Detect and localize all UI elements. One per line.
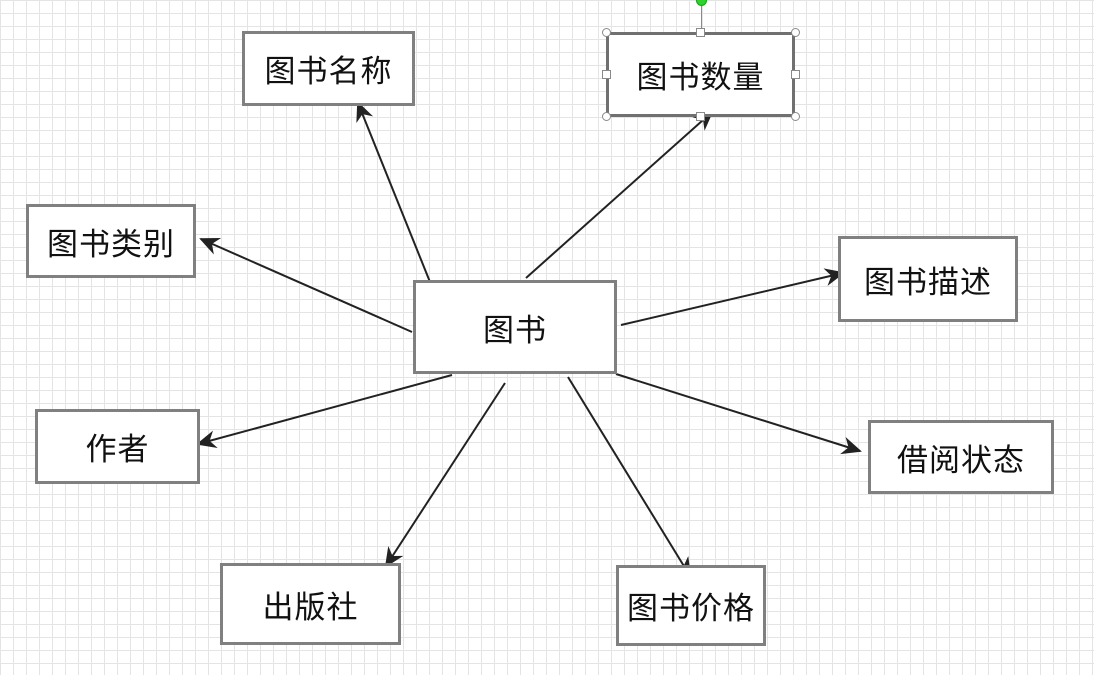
attribute-node-book-quantity[interactable]: 图书数量 [606, 32, 795, 117]
attribute-label: 图书价格 [627, 591, 755, 627]
connector-arrow-author[interactable] [196, 374, 453, 448]
resize-handle-right[interactable] [791, 70, 800, 79]
attribute-node-borrow-status[interactable]: 借阅状态 [868, 420, 1054, 494]
attribute-label: 借阅状态 [897, 442, 1025, 479]
connector-arrow-book-description[interactable] [620, 268, 845, 326]
center-node-label: 图书 [483, 312, 547, 349]
center-node-book[interactable]: 图书 [413, 280, 617, 374]
attribute-label: 出版社 [262, 589, 359, 626]
attribute-label: 图书数量 [636, 60, 765, 96]
attribute-node-publisher[interactable]: 出版社 [220, 563, 401, 645]
connector-arrow-publisher[interactable] [384, 382, 506, 568]
resize-handle-top-left[interactable] [602, 28, 611, 37]
attribute-node-author[interactable]: 作者 [35, 409, 200, 484]
rotate-handle-stem [701, 2, 702, 32]
attribute-node-book-category[interactable]: 图书类别 [26, 204, 196, 278]
rotate-handle[interactable] [696, 0, 707, 6]
resize-handle-bottom[interactable] [696, 112, 705, 121]
attribute-label: 图书描述 [864, 264, 992, 301]
attribute-node-book-price[interactable]: 图书价格 [616, 565, 766, 646]
connector-arrow-borrow-status[interactable] [615, 373, 862, 455]
connector-arrow-book-name[interactable] [356, 101, 431, 283]
resize-handle-left[interactable] [602, 70, 611, 79]
attribute-node-book-description[interactable]: 图书描述 [838, 236, 1018, 322]
connector-arrow-book-price[interactable] [567, 376, 692, 578]
attribute-label: 图书名称 [264, 54, 393, 90]
resize-handle-top[interactable] [696, 28, 705, 37]
resize-handle-bottom-right[interactable] [791, 112, 800, 121]
resize-handle-bottom-left[interactable] [602, 112, 611, 121]
attribute-node-book-name[interactable]: 图书名称 [242, 31, 415, 106]
connector-arrow-book-quantity[interactable] [525, 110, 714, 279]
attribute-label: 图书类别 [47, 226, 175, 263]
connector-arrow-book-category[interactable] [199, 238, 413, 333]
resize-handle-top-right[interactable] [791, 28, 800, 37]
attribute-label: 作者 [85, 432, 150, 468]
